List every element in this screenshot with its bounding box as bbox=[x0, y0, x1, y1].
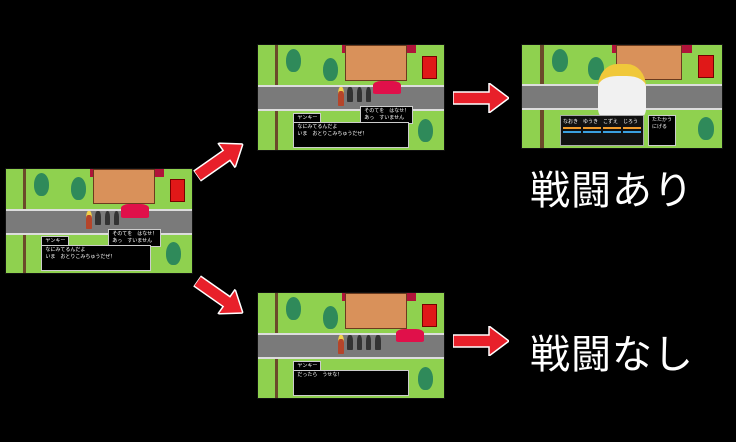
yankee-enemy bbox=[598, 63, 646, 121]
no-fight-screenshot: ヤンキー だったら うせな！ bbox=[257, 292, 445, 399]
label-no-fight: 戦闘なし bbox=[530, 332, 694, 378]
dialogue-box: なにみてるんだよ いま おとりこみちゅうだぜ！ bbox=[293, 121, 409, 148]
dialogue-box: だったら うせな！ bbox=[293, 369, 409, 396]
arrow-down-right-icon bbox=[192, 274, 244, 315]
party-member-name: こずえ bbox=[603, 119, 618, 126]
choice-menu[interactable]: そのてを はなせ！あっ すいません bbox=[360, 105, 414, 124]
command-fight[interactable]: たたかう bbox=[652, 117, 673, 124]
party-status: なおき ゆうき こずえ じろう bbox=[560, 115, 644, 146]
choice-fight[interactable]: そのてを はなせ！ bbox=[364, 107, 410, 114]
party-member-name: じろう bbox=[623, 119, 639, 126]
battle-screenshot: なおき ゆうき こずえ じろう たたかうにげる bbox=[521, 44, 723, 149]
command-run[interactable]: にげる bbox=[652, 124, 668, 131]
label-fight: 戦闘あり bbox=[530, 168, 694, 214]
dialogue-box: なにみてるんだよ いま おとりこみちゅうだぜ！ bbox=[41, 244, 152, 271]
battle-command-menu[interactable]: たたかうにげる bbox=[648, 115, 677, 146]
party-member-name: ゆうき bbox=[583, 119, 599, 126]
choice-apologize[interactable]: あっ すいません bbox=[364, 114, 405, 121]
arrow-right-icon bbox=[453, 326, 509, 356]
fight-choice-screenshot: ヤンキー そのてを はなせ！あっ すいません なにみてるんだよ いま おとりこみ… bbox=[257, 44, 445, 151]
arrow-up-right-icon bbox=[192, 142, 244, 183]
choice-apologize[interactable]: あっ すいません bbox=[112, 238, 153, 245]
start-scene-screenshot: ヤンキー そのてを はなせ！あっ すいません なにみてるんだよ いま おとりこみ… bbox=[5, 168, 193, 274]
choice-fight[interactable]: そのてを はなせ！ bbox=[112, 231, 158, 238]
arrow-right-icon bbox=[453, 83, 509, 113]
party-member-name: なおき bbox=[563, 119, 579, 126]
